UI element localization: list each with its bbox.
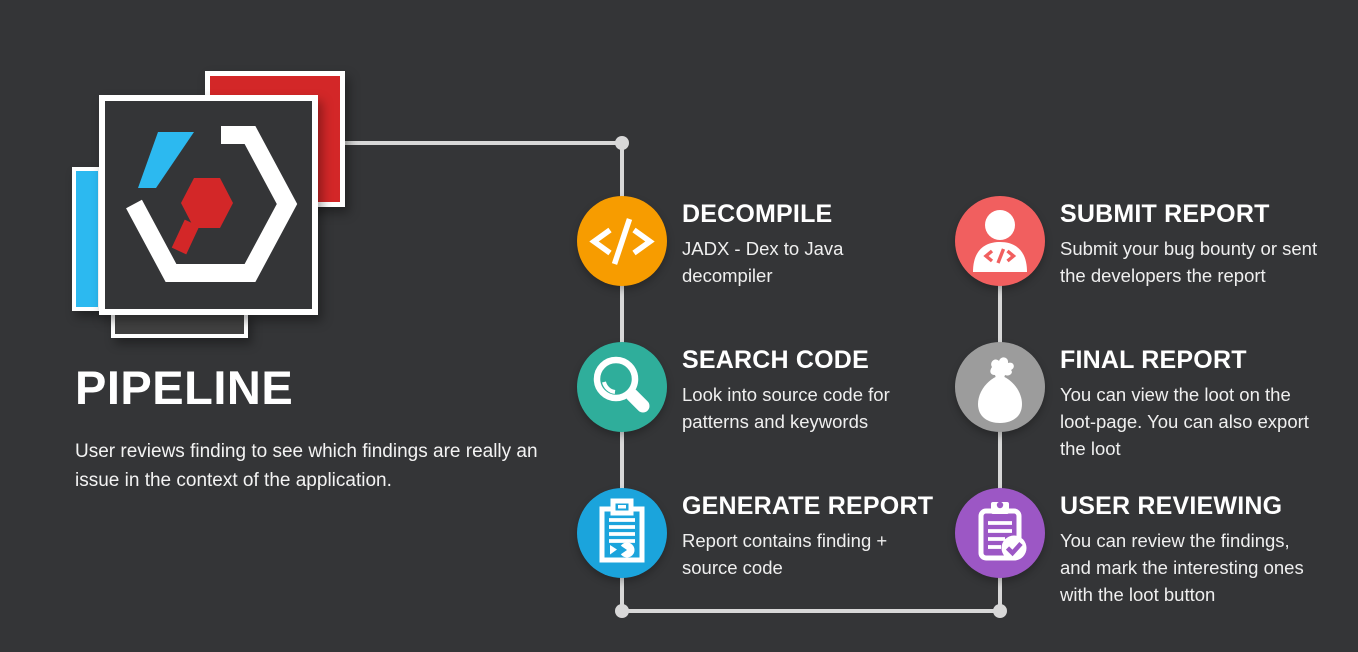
magnifier-icon xyxy=(577,342,667,432)
step-user-reviewing: USER REVIEWING You can review the findin… xyxy=(955,488,1332,608)
step-icon-circle xyxy=(577,488,667,578)
step-icon-circle xyxy=(955,196,1045,286)
step-title: USER REVIEWING xyxy=(1060,492,1283,520)
step-submit-report: SUBMIT REPORT Submit your bug bounty or … xyxy=(955,196,1332,289)
page-title: PIPELINE xyxy=(75,361,294,414)
step-description: You can view the loot on the loot-page. … xyxy=(1060,383,1309,459)
step-description: JADX - Dex to Java decompiler xyxy=(682,237,844,286)
step-description: You can review the findings, and mark th… xyxy=(1060,529,1304,605)
connector-bottom-horizontal xyxy=(622,609,1002,613)
step-generate-report: GENERATE REPORT Report contains finding … xyxy=(577,488,934,581)
connector-dot xyxy=(615,136,629,150)
step-search-code: SEARCH CODE Look into source code for pa… xyxy=(577,342,934,435)
step-title: SEARCH CODE xyxy=(682,346,869,374)
logo-cyan-card xyxy=(72,167,102,311)
step-icon-circle xyxy=(577,342,667,432)
logo-bottom-bar xyxy=(111,311,248,338)
step-title: GENERATE REPORT xyxy=(682,492,934,520)
step-icon-circle xyxy=(577,196,667,286)
code-icon xyxy=(577,196,667,286)
report-document-icon xyxy=(577,488,667,578)
hexagon-code-logo-icon xyxy=(119,113,299,298)
step-description: Look into source code for patterns and k… xyxy=(682,383,890,432)
step-decompile: DECOMPILE JADX - Dex to Java decompiler xyxy=(577,196,934,289)
step-title: SUBMIT REPORT xyxy=(1060,200,1270,228)
connector-dot xyxy=(615,604,629,618)
page-description: User reviews finding to see which findin… xyxy=(75,441,538,491)
clipboard-check-icon xyxy=(955,488,1045,578)
connector-dot xyxy=(993,604,1007,618)
logo-main-card xyxy=(99,95,318,315)
loot-bag-icon xyxy=(955,342,1045,432)
step-icon-circle xyxy=(955,488,1045,578)
step-title: FINAL REPORT xyxy=(1060,346,1247,374)
step-description: Report contains finding + source code xyxy=(682,529,888,578)
step-title: DECOMPILE xyxy=(682,200,833,228)
person-code-icon xyxy=(955,196,1045,286)
connector-top-horizontal xyxy=(340,141,624,145)
step-description: Submit your bug bounty or sent the devel… xyxy=(1060,237,1318,286)
step-icon-circle xyxy=(955,342,1045,432)
step-final-report: FINAL REPORT You can view the loot on th… xyxy=(955,342,1332,462)
